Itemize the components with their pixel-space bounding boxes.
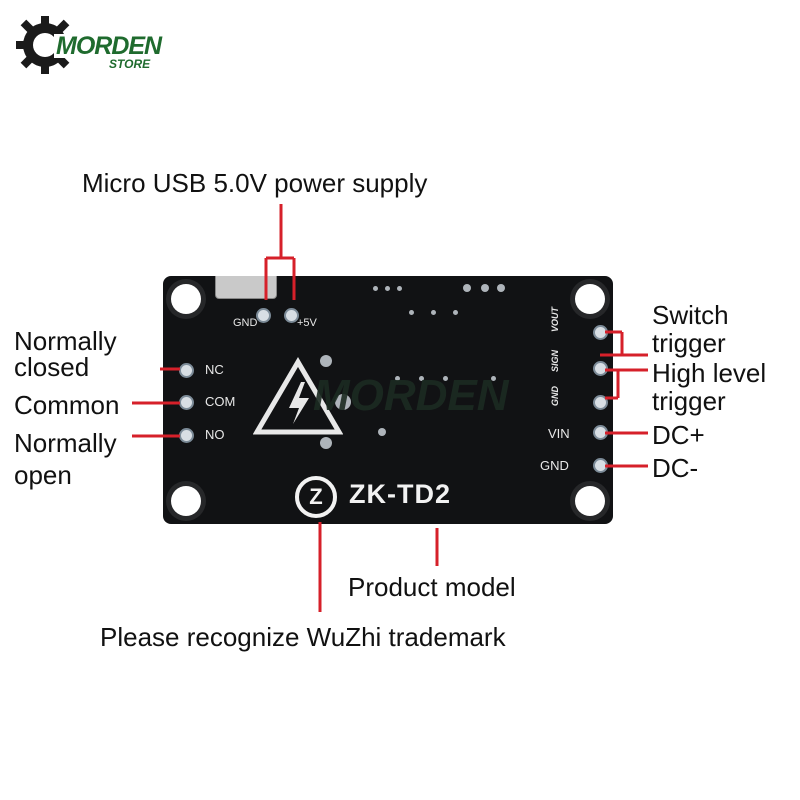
logo-name: MORDEN: [54, 32, 164, 60]
callout-usb: Micro USB 5.0V power supply: [82, 168, 428, 198]
callout-nc-line1: Normally: [14, 326, 117, 356]
gnd-bottom-terminal: [595, 460, 606, 471]
relay-pin: [320, 355, 332, 367]
pin: [497, 284, 505, 292]
no-terminal: [181, 430, 192, 441]
callout-trademark: Please recognize WuZhi trademark: [100, 622, 506, 652]
pin: [373, 286, 378, 291]
callout-com: Common: [14, 390, 120, 420]
pin: [419, 376, 424, 381]
pin: [385, 286, 390, 291]
mounting-hole: [575, 486, 605, 516]
mounting-hole: [575, 284, 605, 314]
gnd-bottom-label: GND: [540, 458, 569, 473]
relay-pin: [320, 437, 332, 449]
plus5v-label: +5V: [297, 317, 317, 329]
vin-terminal: [595, 427, 606, 438]
callout-high-line1: High level: [652, 358, 767, 388]
micro-usb-port: [215, 276, 277, 299]
pin: [463, 284, 471, 292]
pin: [431, 310, 436, 315]
com-terminal: [181, 397, 192, 408]
com-label: COM: [205, 394, 236, 409]
wuzhi-brand-icon: Z: [295, 476, 337, 518]
pin: [397, 286, 402, 291]
callout-dcplus: DC+: [652, 420, 705, 450]
logo-sub: STORE: [109, 57, 151, 71]
callout-product-model: Product model: [348, 572, 516, 602]
relay-pin: [335, 394, 351, 410]
pin: [409, 310, 414, 315]
plus5v-pad: [286, 310, 297, 321]
callout-dcminus: DC-: [652, 453, 699, 483]
callout-no-line1: Normally: [14, 428, 117, 458]
vout-terminal: [595, 327, 606, 338]
relay-module-board: GND +5V NC COM NO MORDEN VOUT SIGN GND V…: [163, 276, 613, 524]
vin-label: VIN: [548, 426, 570, 441]
sign-terminal: [595, 363, 606, 374]
nc-label: NC: [205, 362, 224, 377]
mounting-hole: [171, 486, 201, 516]
high-voltage-warning-icon: [253, 357, 343, 435]
callout-nc-line2: closed: [14, 352, 90, 382]
no-label: NO: [205, 427, 225, 442]
callout-switch-line1: Switch: [652, 300, 729, 330]
gnd-label: GND: [233, 317, 258, 329]
pin: [453, 310, 458, 315]
callout-no-line2: open: [14, 460, 72, 490]
gnd-side-terminal: [595, 397, 606, 408]
nc-terminal: [181, 365, 192, 376]
pin: [491, 376, 496, 381]
callout-high-line2: trigger: [652, 386, 726, 416]
pin: [378, 428, 386, 436]
model-label: ZK-TD2: [349, 479, 451, 509]
store-watermark: MORDEN: [313, 371, 509, 420]
callout-switch-line2: trigger: [652, 328, 726, 358]
mounting-hole: [171, 284, 201, 314]
gnd-pad: [258, 310, 269, 321]
pin: [443, 376, 448, 381]
pin: [481, 284, 489, 292]
pin: [395, 376, 400, 381]
store-logo: MORDEN STORE: [14, 14, 164, 76]
